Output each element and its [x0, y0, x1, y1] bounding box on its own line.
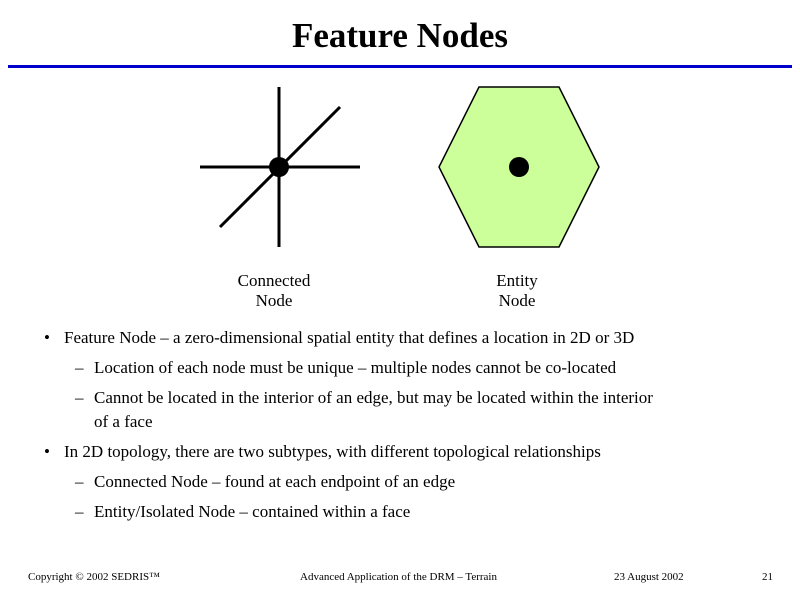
- bullet-dot: •: [44, 442, 50, 461]
- slide-title: Feature Nodes: [291, 16, 509, 55]
- title-divider: [8, 65, 792, 68]
- bullet-text-continued: of a face: [94, 412, 153, 431]
- sub-bullet-dash: –: [75, 388, 84, 407]
- entity-node-dot: [509, 157, 529, 177]
- entity-node-figure: [438, 86, 600, 248]
- bullet-text: Feature Node – a zero-dimensional spatia…: [64, 328, 635, 347]
- label-line: Node: [498, 291, 536, 310]
- footer-presentation-title: Advanced Application of the DRM – Terrai…: [300, 571, 497, 583]
- sub-bullet-dash: –: [75, 472, 84, 491]
- bullet-text: In 2D topology, there are two subtypes, …: [64, 442, 601, 461]
- label-line: Entity: [496, 271, 538, 290]
- label-line: Node: [255, 291, 293, 310]
- bullet-text: Entity/Isolated Node – contained within …: [94, 502, 411, 521]
- footer-copyright: Copyright © 2002 SEDRIS™: [28, 571, 160, 583]
- bullet-text: Location of each node must be unique – m…: [94, 358, 617, 377]
- footer-date: 23 August 2002: [614, 571, 684, 583]
- connected-node-dot: [269, 157, 289, 177]
- bullet-text: Connected Node – found at each endpoint …: [94, 472, 456, 491]
- sub-bullet-dash: –: [75, 502, 84, 521]
- connected-node-label: Connected Node: [204, 271, 344, 311]
- footer-page-number: 21: [762, 571, 773, 583]
- entity-node-label: Entity Node: [447, 271, 587, 311]
- connected-node-figure: [200, 87, 360, 247]
- sub-bullet-dash: –: [75, 358, 84, 377]
- bullet-dot: •: [44, 328, 50, 347]
- label-line: Connected: [237, 271, 311, 290]
- bullet-text: Cannot be located in the interior of an …: [94, 388, 653, 407]
